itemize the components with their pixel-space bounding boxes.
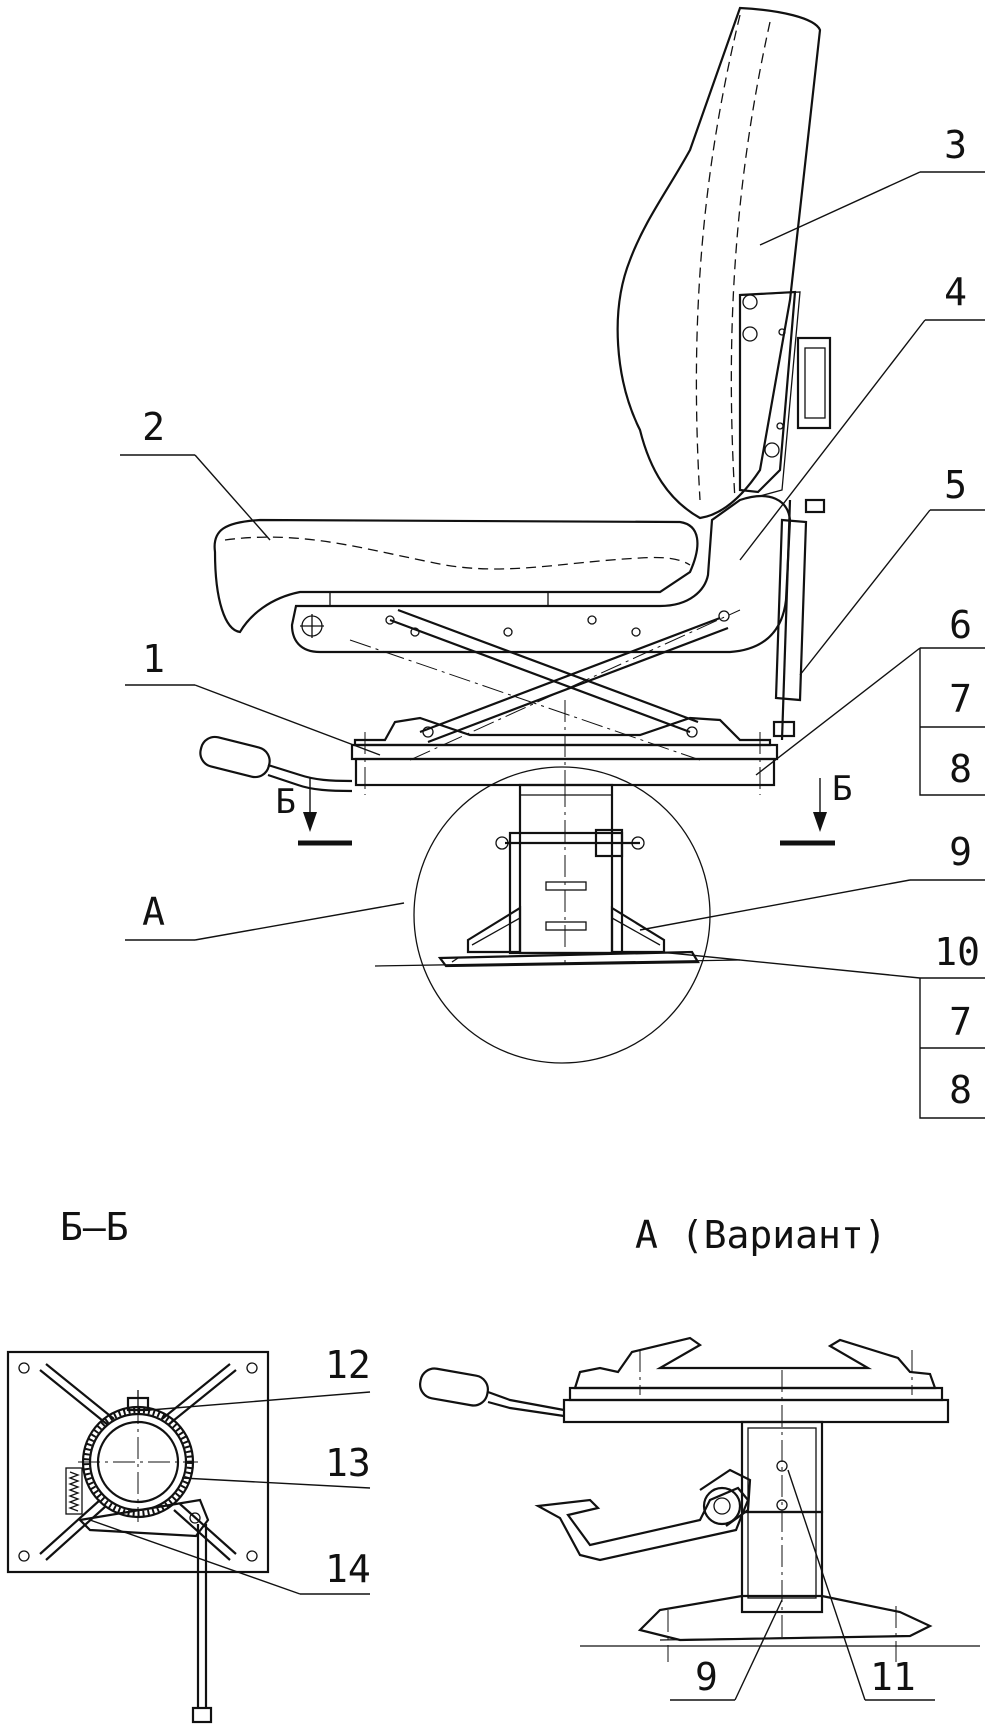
pedestal-column bbox=[374, 783, 741, 968]
scissor-linkage bbox=[349, 608, 741, 761]
shock-absorber bbox=[772, 498, 826, 741]
callout-2: 2 bbox=[142, 405, 165, 449]
backrest bbox=[616, 6, 832, 520]
callout-labels: 3 4 5 2 1 6 7 8 9 10 7 8 А Б Б Б–Б А (Ва… bbox=[60, 123, 980, 1699]
section-marker-left: Б bbox=[276, 782, 296, 822]
leader-lines bbox=[120, 171, 985, 1119]
adjust-lever bbox=[199, 735, 353, 793]
callout-4: 4 bbox=[944, 270, 967, 314]
detail-view-title: А (Вариант) bbox=[635, 1213, 887, 1257]
callout-12: 12 bbox=[325, 1343, 371, 1387]
callout-13: 13 bbox=[325, 1441, 371, 1485]
callout-6: 6 bbox=[949, 603, 972, 647]
base-plate bbox=[350, 700, 779, 795]
callout-5: 5 bbox=[944, 463, 967, 507]
section-view-title: Б–Б bbox=[60, 1205, 129, 1249]
callout-9-detail: 9 bbox=[695, 1655, 718, 1699]
section-cut-left bbox=[298, 778, 352, 846]
callout-14: 14 bbox=[325, 1547, 371, 1591]
section-cut-right bbox=[780, 778, 835, 846]
detail-a-marker: А bbox=[142, 890, 165, 934]
callout-8b: 8 bbox=[949, 1068, 972, 1112]
detail-a-variant-view bbox=[419, 1336, 980, 1701]
section-marker-right: Б bbox=[832, 769, 852, 809]
seat-cushion bbox=[213, 518, 699, 634]
callout-7a: 7 bbox=[949, 677, 972, 721]
callout-1: 1 bbox=[142, 637, 165, 681]
callout-10: 10 bbox=[934, 930, 980, 974]
callout-11: 11 bbox=[870, 1655, 916, 1699]
seat-side-view bbox=[120, 6, 985, 1119]
section-b-b-view bbox=[6, 1350, 371, 1724]
callout-9: 9 bbox=[949, 830, 972, 874]
callout-3: 3 bbox=[944, 123, 967, 167]
callout-7b: 7 bbox=[949, 1000, 972, 1044]
callout-8a: 8 bbox=[949, 747, 972, 791]
detail-a-circle bbox=[413, 766, 711, 1064]
